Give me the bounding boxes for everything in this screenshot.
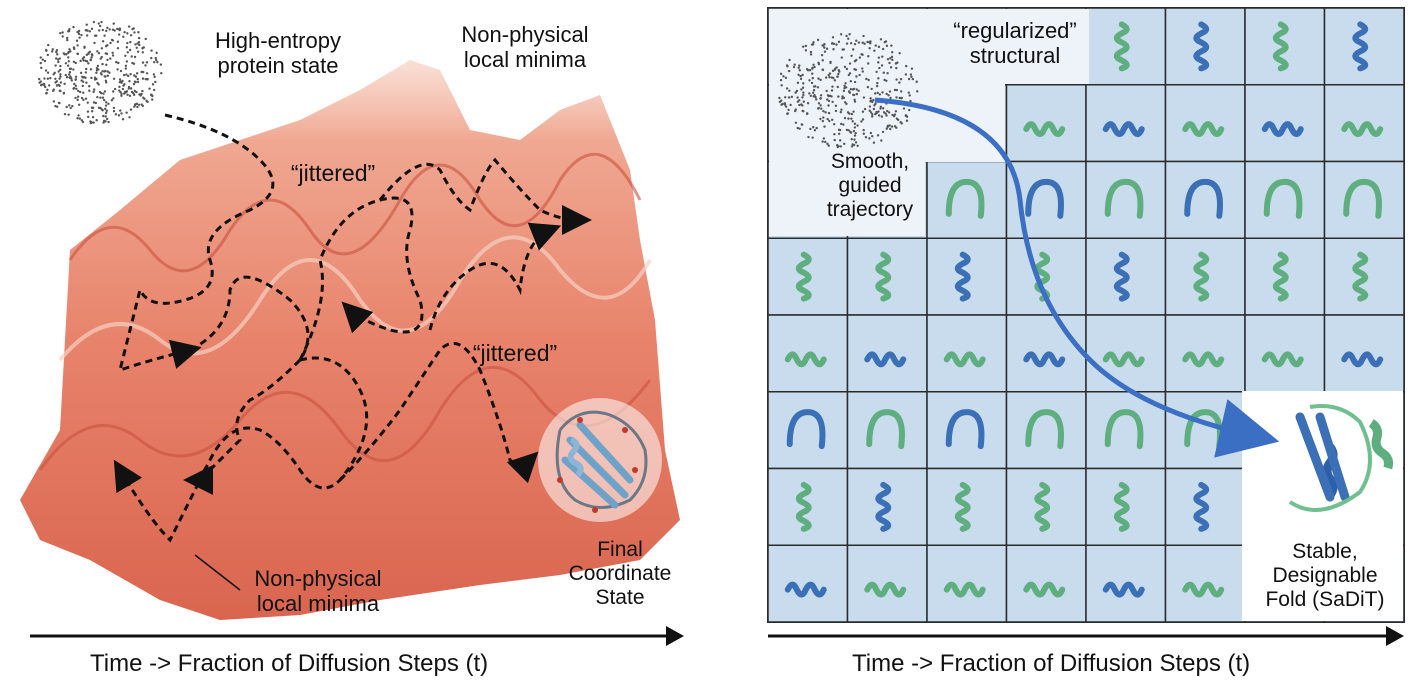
- secondary-structure-motif-icon: [1104, 409, 1144, 450]
- grid-cell: [926, 391, 1008, 470]
- secondary-structure-motif-icon: [1272, 21, 1289, 72]
- grid-cell: [1005, 160, 1087, 239]
- secondary-structure-motif-icon: [1102, 121, 1145, 138]
- secondary-structure-motif-icon: [1341, 121, 1384, 138]
- secondary-structure-motif-icon: [1182, 121, 1225, 138]
- jittered-path: [113, 275, 310, 543]
- grid-cell: [1005, 391, 1087, 470]
- secondary-structure-motif-icon: [875, 251, 892, 302]
- grid-cell: [1085, 160, 1167, 239]
- landscape-ridge: [58, 235, 652, 362]
- secondary-structure-motif-icon: [1341, 351, 1384, 368]
- secondary-structure-motif-icon: [954, 251, 971, 302]
- right-axis-label: Time -> Fraction of Diffusion Steps (t): [852, 650, 1251, 677]
- jittered-path: [338, 341, 539, 484]
- secondary-structure-motif-icon: [1352, 21, 1369, 72]
- jittered-path: [428, 222, 562, 331]
- guided-trajectory-arrow: [874, 97, 1280, 458]
- secondary-structure-motif-icon: [864, 581, 907, 598]
- secondary-structure-motif-icon: [1352, 251, 1369, 302]
- time-axis-arrowhead: [666, 626, 684, 646]
- protein-cloud-icon: [778, 33, 919, 149]
- time-axis-arrowhead: [1386, 626, 1404, 646]
- grid-cell: [767, 391, 849, 470]
- jittered-path: [298, 196, 424, 361]
- grid-cell: [1005, 314, 1087, 393]
- secondary-structure-motif-icon: [1261, 351, 1304, 368]
- secondary-structure-motif-icon: [1272, 251, 1289, 302]
- secondary-structure-motif-icon: [1113, 481, 1130, 532]
- secondary-structure-motif-icon: [1104, 178, 1144, 219]
- final-structure-icon: [538, 398, 662, 522]
- secondary-structure-motif-icon: [1182, 581, 1225, 598]
- jittered-path: [183, 356, 369, 495]
- energy-landscape-graphic: [0, 0, 700, 646]
- secondary-structure-motif-icon: [954, 481, 971, 532]
- secondary-structure-motif-icon: [795, 251, 812, 302]
- grid-cell: [926, 160, 1008, 239]
- grid-cell: [1164, 160, 1246, 239]
- landscape-ridge: [38, 365, 652, 471]
- label-jittered-1: “jittered”: [290, 160, 376, 186]
- secondary-structure-motif-icon: [866, 409, 905, 450]
- landscape-surface: [20, 60, 680, 620]
- secondary-structure-motif-icon: [786, 409, 826, 450]
- landscape-ridge: [68, 152, 642, 273]
- label-jittered-2: “jittered”: [472, 340, 558, 366]
- grid-cell: [846, 391, 928, 470]
- secondary-structure-motif-icon: [1102, 351, 1145, 368]
- jittered-path: [378, 157, 592, 235]
- secondary-structure-motif-icon: [1025, 409, 1064, 450]
- protein-cloud-icon: [38, 20, 163, 125]
- secondary-structure-motif-icon: [1263, 178, 1303, 219]
- left-axis-label: Time -> Fraction of Diffusion Steps (t): [90, 650, 489, 677]
- secondary-structure-motif-icon: [1034, 481, 1051, 532]
- secondary-structure-motif-icon: [945, 409, 985, 450]
- secondary-structure-motif-icon: [1113, 251, 1130, 302]
- secondary-structure-motif-icon: [1025, 178, 1064, 219]
- secondary-structure-motif-icon: [1343, 178, 1382, 219]
- secondary-structure-motif-icon: [864, 351, 907, 368]
- jittered-path: [117, 113, 275, 373]
- label-pointer-line: [194, 554, 241, 591]
- secondary-structure-motif-icon: [1193, 21, 1210, 72]
- secondary-structure-motif-icon: [1184, 178, 1223, 219]
- secondary-structure-motif-icon: [943, 351, 986, 368]
- label-regularized: “regularized”structural: [953, 18, 1077, 69]
- secondary-structure-motif-icon: [1193, 481, 1210, 532]
- secondary-structure-motif-icon: [945, 178, 985, 219]
- secondary-structure-motif-icon: [784, 581, 827, 598]
- secondary-structure-motif-icon: [875, 481, 892, 532]
- secondary-structure-motif-icon: [1182, 351, 1225, 368]
- secondary-structure-motif-icon: [1102, 581, 1145, 598]
- stable-fold-icon: [1288, 404, 1394, 512]
- secondary-structure-motif-icon: [1193, 251, 1210, 302]
- secondary-structure-motif-icon: [1261, 121, 1304, 138]
- secondary-structure-motif-icon: [1023, 121, 1066, 138]
- secondary-structure-motif-icon: [795, 481, 812, 532]
- open-area: [769, 162, 925, 236]
- secondary-structure-motif-icon: [943, 581, 986, 598]
- secondary-structure-motif-icon: [1023, 581, 1066, 598]
- secondary-structure-motif-icon: [1023, 351, 1066, 368]
- grid-cell: [1323, 160, 1405, 239]
- secondary-structure-motif-icon: [1113, 21, 1130, 72]
- grid-cell: [1244, 160, 1326, 239]
- secondary-structure-motif-icon: [784, 351, 827, 368]
- regularized-grid-graphic: [767, 7, 1405, 646]
